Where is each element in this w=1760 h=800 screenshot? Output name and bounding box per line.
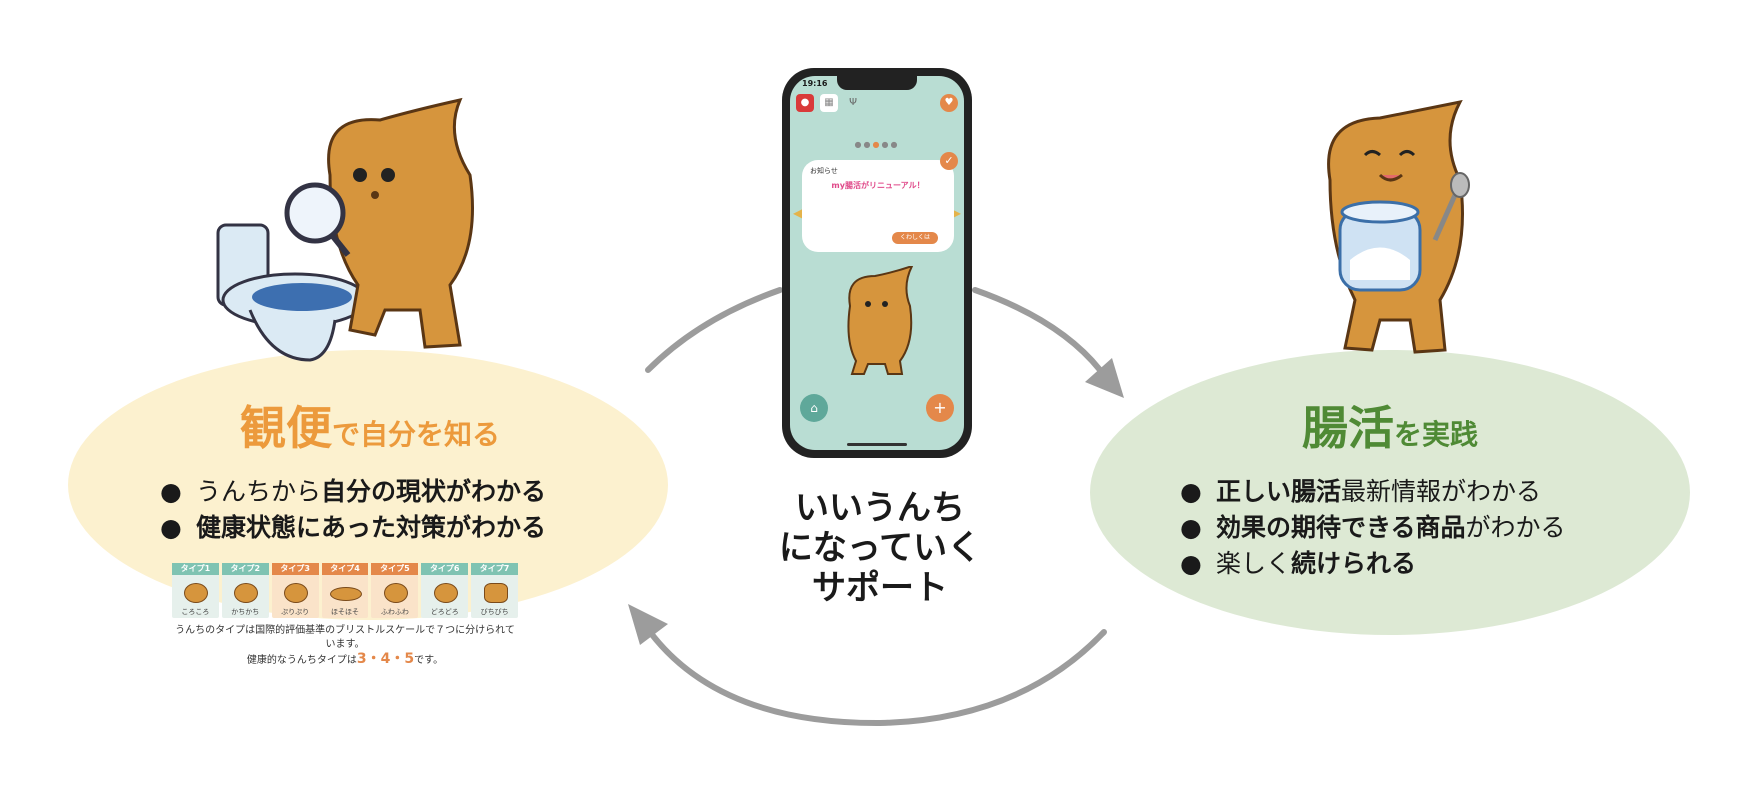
spoon-icon: [1432, 172, 1470, 242]
right-bullet-list: ●正しい腸活最新情報がわかる ●効果の期待できる商品がわかる ●楽しく続けられる: [1178, 474, 1566, 582]
right-bullet-1: ●正しい腸活最新情報がわかる: [1180, 477, 1542, 506]
left-title-sub: で自分を知る: [331, 418, 500, 451]
app-screen: 19:16 ● ▦ Ψ ♥ ●●●●● ◀ ▶ お知らせ my腸活がリニューアル…: [790, 76, 964, 450]
home-icon[interactable]: ●: [796, 94, 814, 112]
right-title-main: 腸活: [1301, 401, 1394, 455]
left-bullet-list: ●うんちから自分の現状がわかる ●健康状態にあった対策がわかる: [158, 474, 546, 546]
left-bullet-1: ●うんちから自分の現状がわかる: [160, 477, 547, 506]
arrowhead-right: [1085, 358, 1124, 398]
left-title-main: 観便: [239, 401, 332, 455]
toilet-icon: [216, 223, 369, 362]
center-caption: いいうんち になっていく サポート: [778, 488, 982, 608]
yogurt-jar-icon: [1338, 200, 1422, 292]
left-bullet-2: ●健康状態にあった対策がわかる: [160, 513, 547, 542]
status-time: 19:16: [802, 79, 828, 88]
page-indicator: ●●●●●: [854, 140, 900, 149]
magnifying-glass-icon: [284, 182, 351, 257]
right-ellipse: [1090, 350, 1690, 635]
right-title-sub: を実践: [1393, 418, 1478, 451]
next-arrow-icon[interactable]: ▶: [951, 206, 961, 220]
app-toolbar: ● ▦ Ψ ♥: [790, 94, 964, 118]
stool-note: うんちのタイプは国際的評価基準のブリストルスケールで７つに分けられています。 健…: [175, 625, 515, 667]
add-button[interactable]: +: [926, 394, 954, 422]
arrowhead-left: [628, 604, 668, 645]
detail-button[interactable]: くわしくは: [892, 232, 938, 244]
notice-headline: my腸活がリニューアル！: [831, 181, 925, 190]
check-icon[interactable]: ✓: [940, 152, 958, 170]
arrow-top-left: [645, 287, 783, 373]
arrow-top-right: [972, 287, 1103, 373]
calendar-icon[interactable]: ▦: [820, 94, 838, 112]
notice-label: お知らせ: [810, 167, 838, 175]
notice-bubble: お知らせ my腸活がリニューアル！ くわしくは: [802, 160, 954, 252]
left-title: 観便で自分を知る: [120, 392, 620, 458]
right-bullet-2: ●効果の期待できる商品がわかる: [1180, 513, 1566, 542]
fork-knife-icon[interactable]: Ψ: [849, 97, 857, 108]
mascot-with-toilet-illustration: [216, 97, 474, 362]
right-title: 腸活を実践: [1140, 392, 1640, 458]
phone-mascot-illustration: [847, 266, 914, 375]
door-icon[interactable]: ⌂: [800, 394, 828, 422]
right-bullet-3: ●楽しく続けられる: [1180, 549, 1417, 578]
arrow-bottom: [647, 629, 1107, 727]
prev-arrow-icon[interactable]: ◀: [793, 206, 803, 220]
heart-badge-icon[interactable]: ♥: [940, 94, 958, 112]
mascot-character: [327, 97, 474, 349]
mascot-with-jar-illustration: [1327, 100, 1470, 354]
smartphone-mockup: 19:16 ● ▦ Ψ ♥ ●●●●● ◀ ▶ お知らせ my腸活がリニューアル…: [782, 68, 972, 458]
